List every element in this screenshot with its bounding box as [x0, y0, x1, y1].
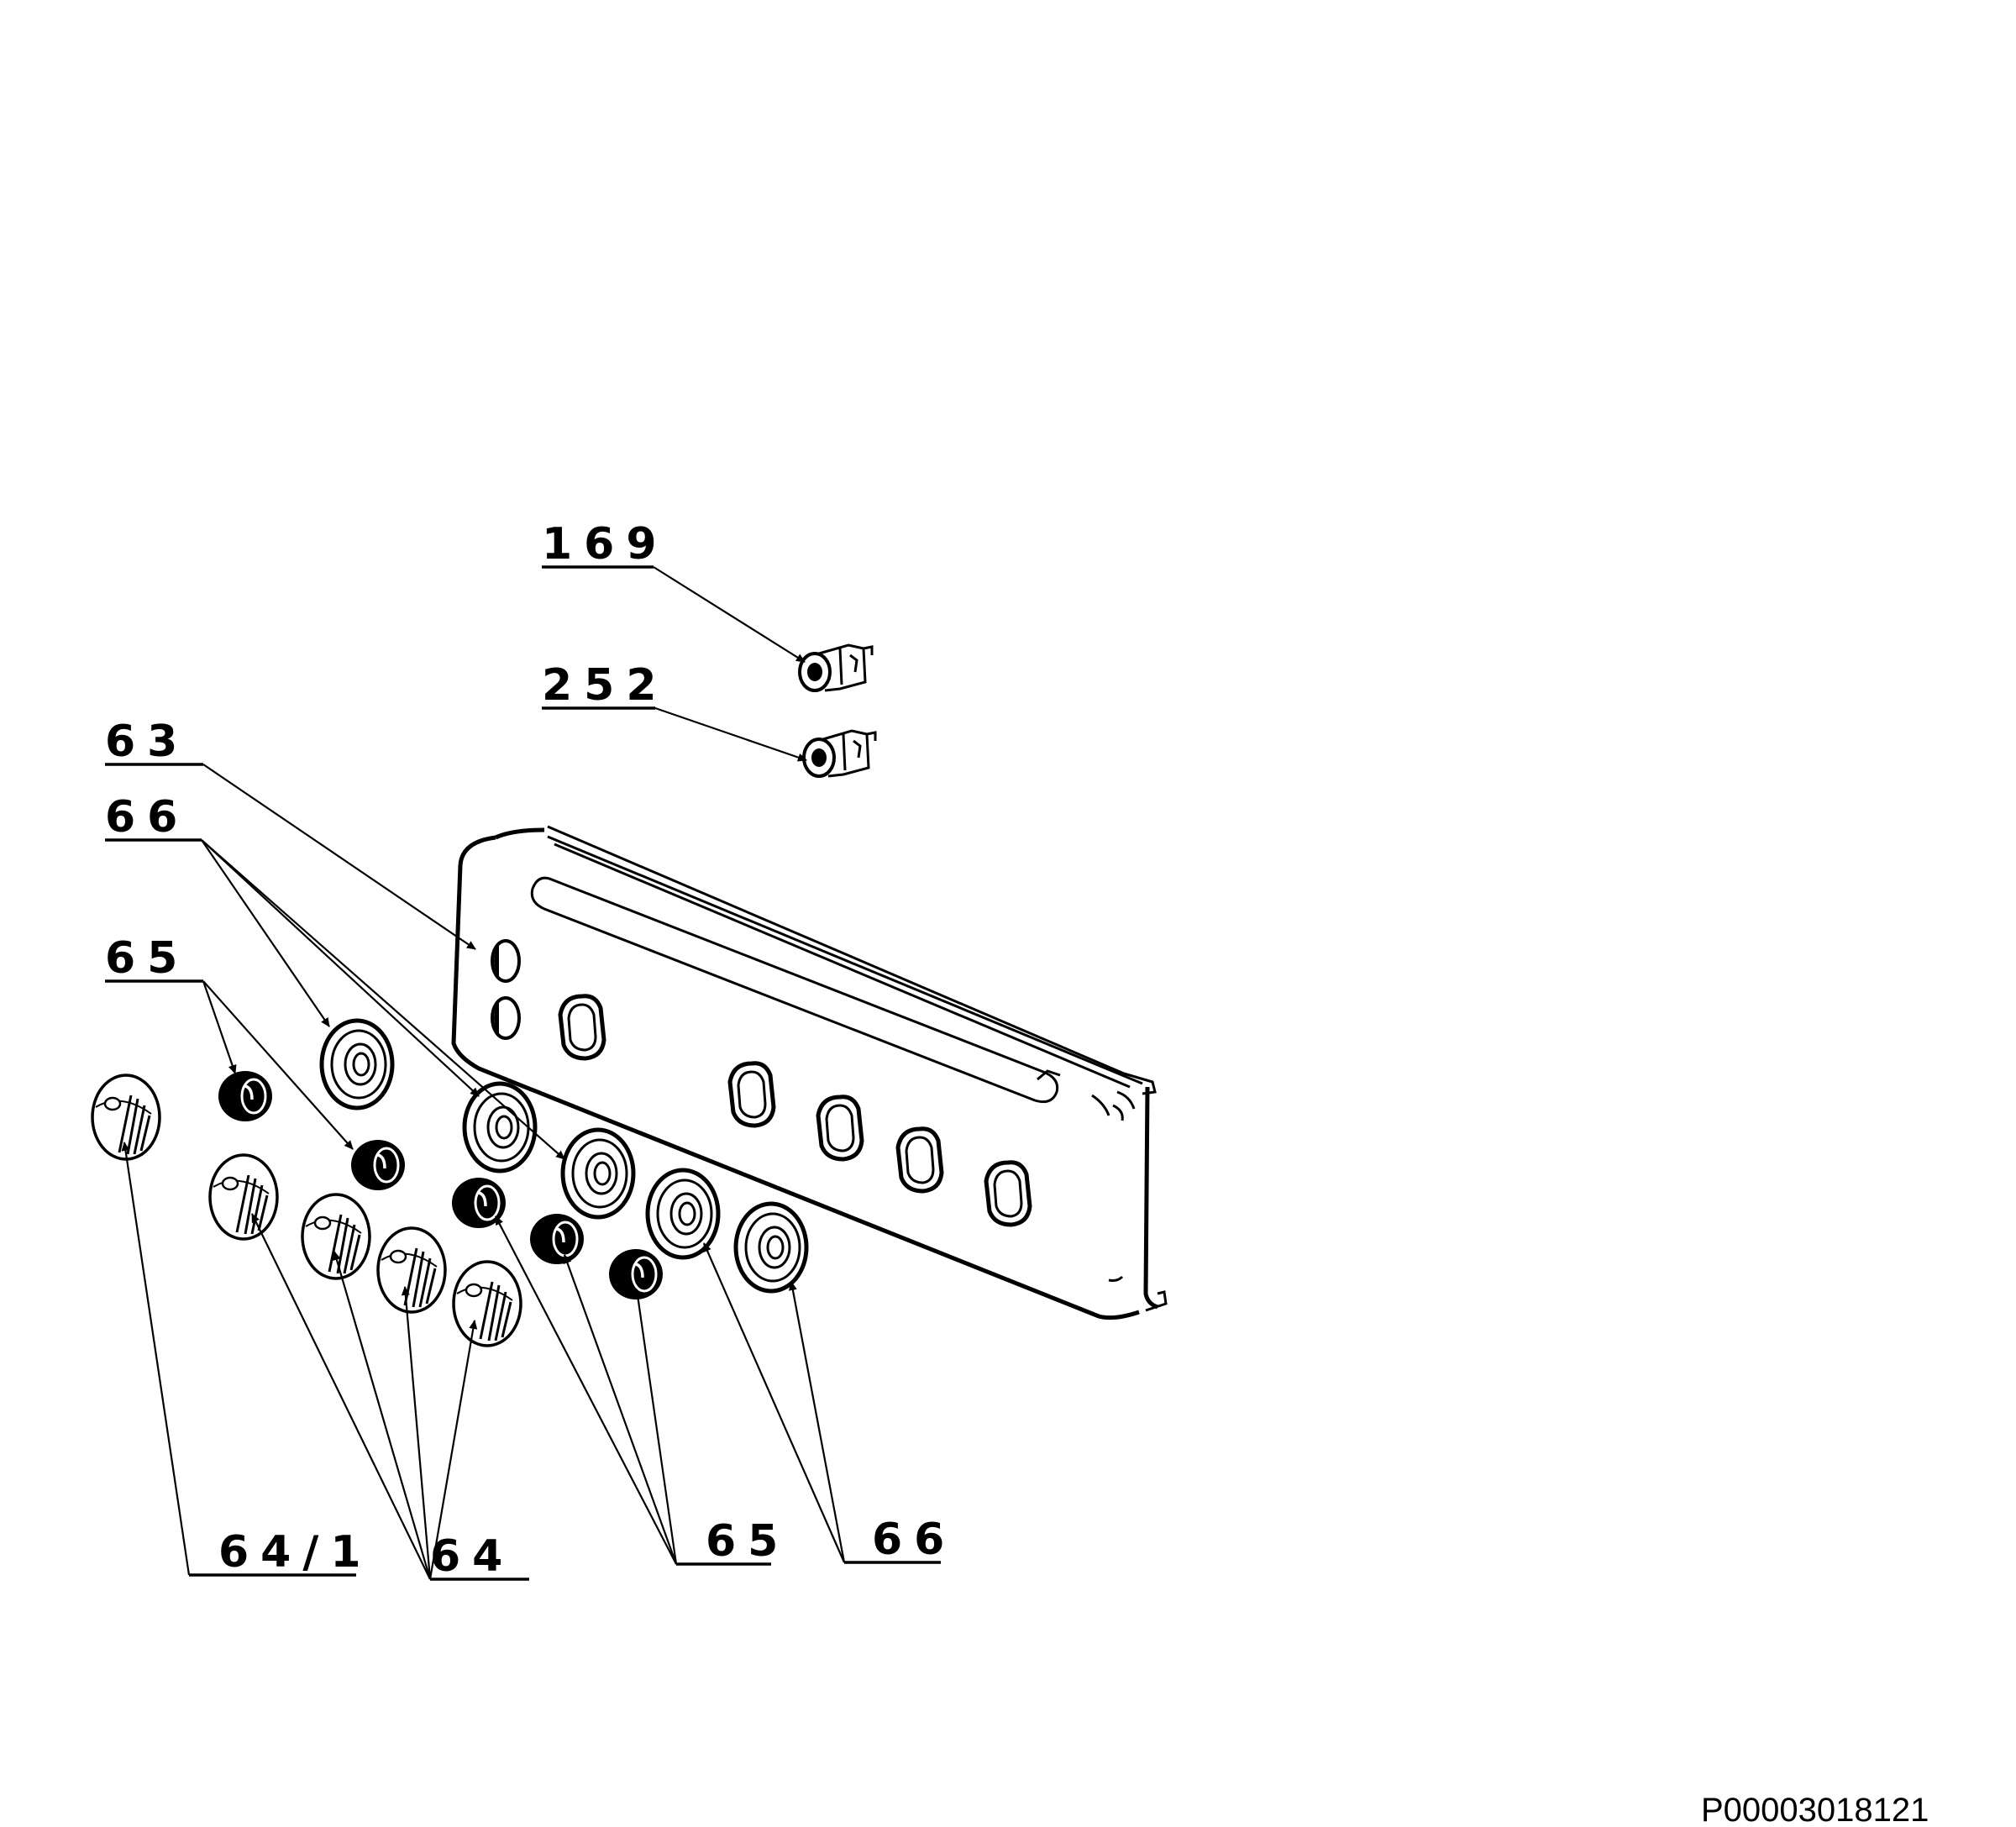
knob-cap-4 [528, 1212, 585, 1266]
knob-cap-1 [217, 1069, 274, 1123]
label-65-top: 65 [105, 933, 189, 984]
indicator-lamp-169 [798, 643, 874, 692]
label-252: 252 [542, 660, 669, 711]
bezel-ring-2 [465, 1084, 535, 1171]
label-66-bottom: 66 [872, 1515, 956, 1565]
leader-lines [105, 565, 941, 1581]
bezel-ring-5 [736, 1204, 806, 1291]
panel-knob-hole-3 [818, 1097, 862, 1159]
control-knob-4 [452, 1260, 522, 1347]
indicator-hole-lower [491, 996, 521, 1040]
label-169: 169 [542, 519, 669, 570]
panel-knob-hole-1 [560, 996, 604, 1058]
label-66-top: 66 [105, 792, 189, 843]
panel-knob-hole-5 [986, 1163, 1030, 1225]
knob-cap-2 [349, 1138, 407, 1192]
control-knob-1 [208, 1153, 279, 1241]
document-id: P00003018121 [1701, 1792, 1929, 1827]
control-knob-64-1 [91, 1074, 161, 1161]
label-63: 63 [105, 717, 189, 767]
knob-cap-5 [607, 1247, 664, 1301]
label-64-1: 64/1 [218, 1527, 373, 1578]
bezel-ring-1 [322, 1021, 392, 1108]
panel-knob-hole-4 [898, 1129, 942, 1191]
indicator-hole-upper [491, 939, 521, 983]
label-64: 64 [430, 1531, 514, 1582]
bezel-ring-3 [563, 1130, 633, 1217]
label-65-bottom: 65 [706, 1516, 790, 1567]
bezel-ring-4 [648, 1170, 718, 1257]
indicator-lamp-252 [802, 729, 877, 778]
control-knob-3 [376, 1226, 447, 1314]
control-knob-2 [301, 1193, 371, 1280]
control-panel [451, 825, 1168, 1320]
panel-knob-hole-2 [730, 1063, 774, 1126]
